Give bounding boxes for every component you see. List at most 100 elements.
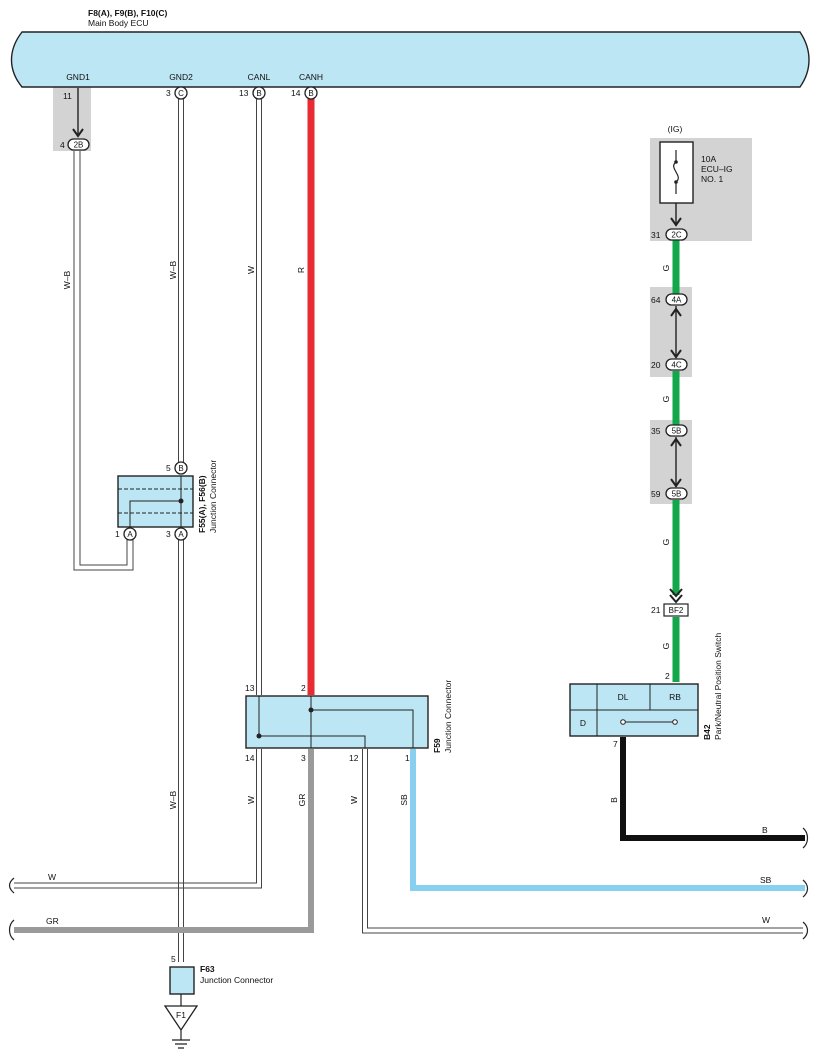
f63-id: F63 xyxy=(200,964,215,974)
ecu-body xyxy=(10,31,810,88)
f59-p12-wire-color: W xyxy=(349,796,359,804)
f59-internal-link-2 xyxy=(258,696,366,748)
arrow-4c xyxy=(670,349,682,359)
switch-cell-d: D xyxy=(580,718,586,728)
f59-id: F59 xyxy=(432,738,442,753)
arrow-5b-bottom xyxy=(670,478,682,488)
fuse-out-arrow xyxy=(670,217,682,227)
left-edge-mark-2 xyxy=(8,919,15,941)
f59-p14-wire-a xyxy=(14,749,257,884)
right-b-label: B xyxy=(762,825,768,835)
canl-pin-bubble xyxy=(252,86,266,100)
f59-p1-wire-color: SB xyxy=(399,794,409,806)
switch-cell-dl: DL xyxy=(618,692,629,702)
connector-2c-label: 2C xyxy=(671,231,681,240)
fuse-dot-bottom xyxy=(674,180,678,184)
switch-out-wire-color: B xyxy=(609,797,619,803)
right-edge-mark-3 xyxy=(802,921,809,940)
f59-internal-link-1 xyxy=(310,696,414,748)
f59-dot-1 xyxy=(308,707,314,713)
fuse-power-label: (IG) xyxy=(668,124,683,134)
f55-bl-num: 1 xyxy=(115,529,120,539)
arrow-5b-top xyxy=(670,437,682,447)
canh-pin-number: 14 xyxy=(291,88,301,98)
gnd2-lower-wire-color: W–B xyxy=(168,790,178,809)
bf2-label: BF2 xyxy=(669,606,684,615)
fuse-rating: 10A xyxy=(701,154,716,164)
f55-id: F55(A), F56(B) xyxy=(197,475,207,533)
f59-top-pin-2: 2 xyxy=(301,683,306,693)
f55-top-bubble xyxy=(174,461,188,475)
right-w-label: W xyxy=(762,915,770,925)
f55-br-bubble xyxy=(174,527,188,541)
f59-p3-wire xyxy=(14,749,314,933)
green-wire-color-1: G xyxy=(661,265,671,272)
f55-top-conn: B xyxy=(178,464,183,473)
connector-5b-top-label: 5B xyxy=(672,427,682,436)
green-wire-color-3: G xyxy=(661,539,671,546)
f63-name: Junction Connector xyxy=(200,975,273,985)
canh-pin-bubble xyxy=(304,86,318,100)
switch-contact-left xyxy=(620,719,626,725)
connector-5b-bottom-label: 5B xyxy=(672,490,682,499)
f55-br-num: 3 xyxy=(166,529,171,539)
green-wire-color-2: G xyxy=(661,396,671,403)
gnd1-arrow xyxy=(72,128,84,138)
f63-box xyxy=(169,966,195,995)
f55-bl-conn: A xyxy=(127,530,133,539)
f59-p12-wire-b xyxy=(367,749,803,929)
ground-symbol xyxy=(172,1039,190,1049)
ground-label: F1 xyxy=(176,1010,186,1020)
ground-triangle xyxy=(163,1005,199,1032)
connector-4c-label: 4C xyxy=(671,361,681,370)
gnd1-pin-number: 11 xyxy=(63,91,72,101)
canl-pin-conn: B xyxy=(256,89,261,98)
connector-2b-label: 2B xyxy=(74,141,84,150)
connector-4a-bubble xyxy=(665,293,688,306)
bf2-box xyxy=(663,603,689,617)
connector-2c-bubble xyxy=(665,228,688,241)
connector-4a-label: 4A xyxy=(672,296,682,305)
f59-bottom-pin-12: 12 xyxy=(349,753,359,763)
f55-name: Junction Connector xyxy=(208,460,218,533)
gnd1-wire-inner xyxy=(79,151,128,566)
right-edge-mark-1 xyxy=(802,827,809,849)
fuse-dot-top xyxy=(674,160,678,164)
f55-bl-bubble xyxy=(123,527,137,541)
switch-pin-top: 2 xyxy=(665,671,670,681)
connector-5b-bottom-bubble xyxy=(665,487,688,500)
bottom-w-left-label: W xyxy=(48,872,56,882)
switch-contact-right xyxy=(672,719,678,725)
pin-label-canl: CANL xyxy=(248,72,271,82)
ecu-connector-ids: F8(A), F9(B), F10(C) xyxy=(88,8,168,18)
f55-junction-dot xyxy=(178,498,184,504)
fuse-number: NO. 1 xyxy=(701,174,723,184)
connector-5b-bottom-pin: 59 xyxy=(651,489,661,499)
connector-4c-pin: 20 xyxy=(651,360,661,370)
connector-2b-bubble xyxy=(67,138,90,151)
bottom-gr-left-label: GR xyxy=(46,916,59,926)
switch-cell-rb: RB xyxy=(669,692,681,702)
f59-p3-wire-color: GR xyxy=(297,794,307,807)
f59-name: Junction Connector xyxy=(443,680,453,753)
f63-pin: 5 xyxy=(171,954,176,964)
connector-2b-pin: 4 xyxy=(60,140,65,150)
connector-5b-top-bubble xyxy=(665,424,688,437)
gnd1-wire-outer xyxy=(73,151,134,571)
connector-5b-top-pin: 35 xyxy=(651,426,661,436)
pin-label-gnd1: GND1 xyxy=(66,72,90,82)
canh-pin-conn: B xyxy=(308,89,313,98)
f59-p1-wire xyxy=(410,749,805,891)
canl-wire-color: W xyxy=(246,266,256,274)
fuse-name: ECU–IG xyxy=(701,164,733,174)
connector-2c-pin: 31 xyxy=(651,230,661,240)
f59-bottom-pin-1: 1 xyxy=(405,753,410,763)
f55-br-conn: A xyxy=(178,530,184,539)
canl-pin-number: 13 xyxy=(239,88,249,98)
bf2-arrow xyxy=(669,588,683,604)
f59-bottom-pin-3: 3 xyxy=(301,753,306,763)
gnd1-wire-color: W–B xyxy=(62,270,72,289)
f59-p12-wire-a xyxy=(362,749,803,934)
f59-bottom-pin-14: 14 xyxy=(245,753,255,763)
